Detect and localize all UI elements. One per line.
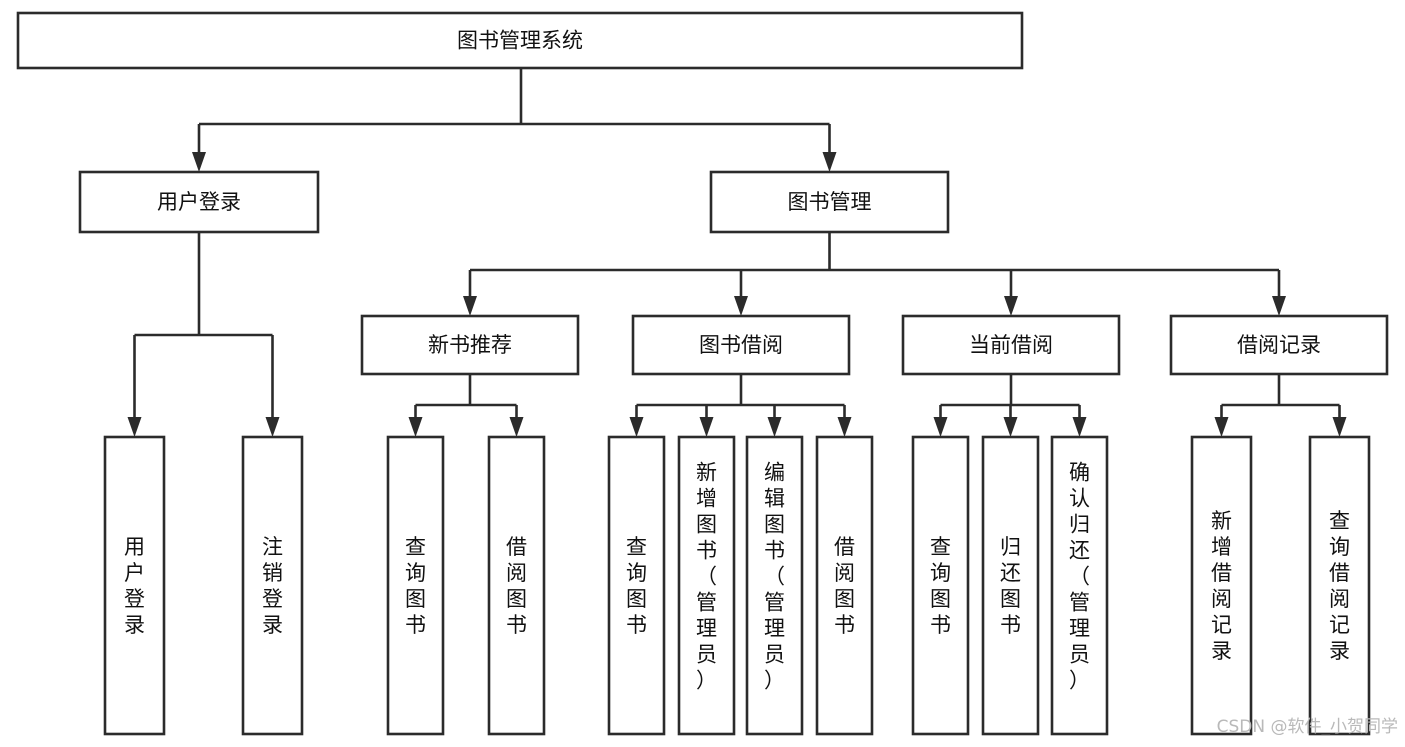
node-current-borrow-rect bbox=[901, 314, 1121, 376]
node-leaf-query-book-borrow-label: 查询图书 bbox=[626, 535, 647, 637]
node-borrow-record-rect bbox=[1169, 314, 1389, 376]
node-leaf-query-book-current-rect bbox=[911, 435, 970, 736]
node-book-management-label: 图书管理 bbox=[788, 190, 872, 214]
node-leaf-query-book-current-label: 查询图书 bbox=[930, 535, 951, 637]
node-leaf-borrow-book-label: 借阅图书 bbox=[834, 535, 855, 637]
node-leaf-query-borrow-record[interactable]: 查询借阅记录 bbox=[1308, 435, 1371, 736]
arrow-head-icon bbox=[629, 417, 644, 437]
node-leaf-confirm-return-rect bbox=[1050, 435, 1109, 736]
node-book-borrow-label: 图书借阅 bbox=[699, 333, 783, 357]
node-leaf-confirm-return-label: 确认归还（管理员） bbox=[1069, 460, 1090, 692]
node-new-book-recommend-rect bbox=[360, 314, 580, 376]
node-borrow-record-label: 借阅记录 bbox=[1237, 333, 1321, 357]
node-leaf-borrow-book-recommend[interactable]: 借阅图书 bbox=[487, 435, 546, 736]
node-leaf-query-book-recommend-rect bbox=[386, 435, 445, 736]
node-leaf-add-book-label: 新增图书（管理员） bbox=[696, 460, 717, 692]
node-borrow-record[interactable]: 借阅记录 bbox=[1169, 314, 1389, 376]
arrow-head-icon bbox=[1003, 417, 1018, 437]
node-leaf-return-book[interactable]: 归还图书 bbox=[981, 435, 1040, 736]
node-leaf-query-borrow-record-rect bbox=[1308, 435, 1371, 736]
node-leaf-query-book-current[interactable]: 查询图书 bbox=[911, 435, 970, 736]
node-leaf-edit-book[interactable]: 编辑图书（管理员） bbox=[745, 435, 804, 736]
arrow-head-icon bbox=[265, 417, 280, 437]
node-leaf-add-book[interactable]: 新增图书（管理员） bbox=[677, 435, 736, 736]
node-current-borrow[interactable]: 当前借阅 bbox=[901, 314, 1121, 376]
connector-layer bbox=[127, 68, 1347, 437]
node-leaf-add-borrow-record-label: 新增借阅记录 bbox=[1211, 509, 1232, 663]
node-new-book-recommend-label: 新书推荐 bbox=[428, 333, 512, 357]
csdn-watermark: CSDN @软件_小贺同学 bbox=[1217, 717, 1398, 737]
arrow-head-icon bbox=[933, 417, 948, 437]
node-leaf-query-book-recommend-label: 查询图书 bbox=[405, 535, 426, 637]
node-book-management-rect bbox=[709, 170, 950, 234]
arrow-head-icon bbox=[463, 296, 477, 316]
node-leaf-logout-login-label: 注销登录 bbox=[262, 535, 283, 637]
node-leaf-add-borrow-record[interactable]: 新增借阅记录 bbox=[1190, 435, 1253, 736]
node-leaf-return-book-label: 归还图书 bbox=[1000, 535, 1021, 637]
node-root[interactable]: 图书管理系统 bbox=[16, 11, 1024, 70]
arrow-head-icon bbox=[822, 152, 837, 172]
node-user-login[interactable]: 用户登录 bbox=[78, 170, 320, 234]
arrow-head-icon bbox=[767, 417, 782, 437]
node-leaf-borrow-book[interactable]: 借阅图书 bbox=[815, 435, 874, 736]
node-leaf-query-book-borrow[interactable]: 查询图书 bbox=[607, 435, 666, 736]
node-user-login-label: 用户登录 bbox=[157, 190, 241, 214]
node-leaf-user-login[interactable]: 用户登录 bbox=[103, 435, 166, 736]
arrow-head-icon bbox=[734, 296, 748, 316]
arrow-head-icon bbox=[837, 417, 852, 437]
arrow-head-icon bbox=[1332, 417, 1347, 437]
node-book-borrow-rect bbox=[631, 314, 851, 376]
arrow-head-icon bbox=[1004, 296, 1018, 316]
arrow-head-icon bbox=[127, 417, 142, 437]
node-current-borrow-label: 当前借阅 bbox=[969, 333, 1053, 357]
node-leaf-return-book-rect bbox=[981, 435, 1040, 736]
node-root-label: 图书管理系统 bbox=[457, 29, 583, 53]
arrow-head-icon bbox=[408, 417, 423, 437]
node-leaf-borrow-book-recommend-label: 借阅图书 bbox=[506, 535, 527, 637]
node-leaf-query-borrow-record-label: 查询借阅记录 bbox=[1329, 509, 1350, 663]
arrow-head-icon bbox=[699, 417, 714, 437]
node-leaf-logout-login[interactable]: 注销登录 bbox=[241, 435, 304, 736]
node-leaf-query-book-borrow-rect bbox=[607, 435, 666, 736]
node-leaf-add-book-rect bbox=[677, 435, 736, 736]
arrow-head-icon bbox=[1272, 296, 1286, 316]
arrow-head-icon bbox=[509, 417, 524, 437]
node-leaf-query-book-recommend[interactable]: 查询图书 bbox=[386, 435, 445, 736]
node-leaf-confirm-return[interactable]: 确认归还（管理员） bbox=[1050, 435, 1109, 736]
node-leaf-user-login-rect bbox=[103, 435, 166, 736]
node-book-management[interactable]: 图书管理 bbox=[709, 170, 950, 234]
node-new-book-recommend[interactable]: 新书推荐 bbox=[360, 314, 580, 376]
arrow-head-icon bbox=[1072, 417, 1087, 437]
node-user-login-rect bbox=[78, 170, 320, 234]
node-layer: 图书管理系统用户登录图书管理新书推荐图书借阅当前借阅借阅记录用户登录注销登录查询… bbox=[16, 11, 1389, 736]
node-leaf-user-login-label: 用户登录 bbox=[124, 535, 145, 637]
node-leaf-add-borrow-record-rect bbox=[1190, 435, 1253, 736]
node-root-rect bbox=[16, 11, 1024, 70]
node-leaf-borrow-book-rect bbox=[815, 435, 874, 736]
node-leaf-logout-login-rect bbox=[241, 435, 304, 736]
node-leaf-borrow-book-recommend-rect bbox=[487, 435, 546, 736]
node-leaf-edit-book-label: 编辑图书（管理员） bbox=[764, 460, 785, 692]
arrow-head-icon bbox=[192, 152, 206, 172]
node-leaf-edit-book-rect bbox=[745, 435, 804, 736]
arrow-head-icon bbox=[1214, 417, 1229, 437]
node-book-borrow[interactable]: 图书借阅 bbox=[631, 314, 851, 376]
